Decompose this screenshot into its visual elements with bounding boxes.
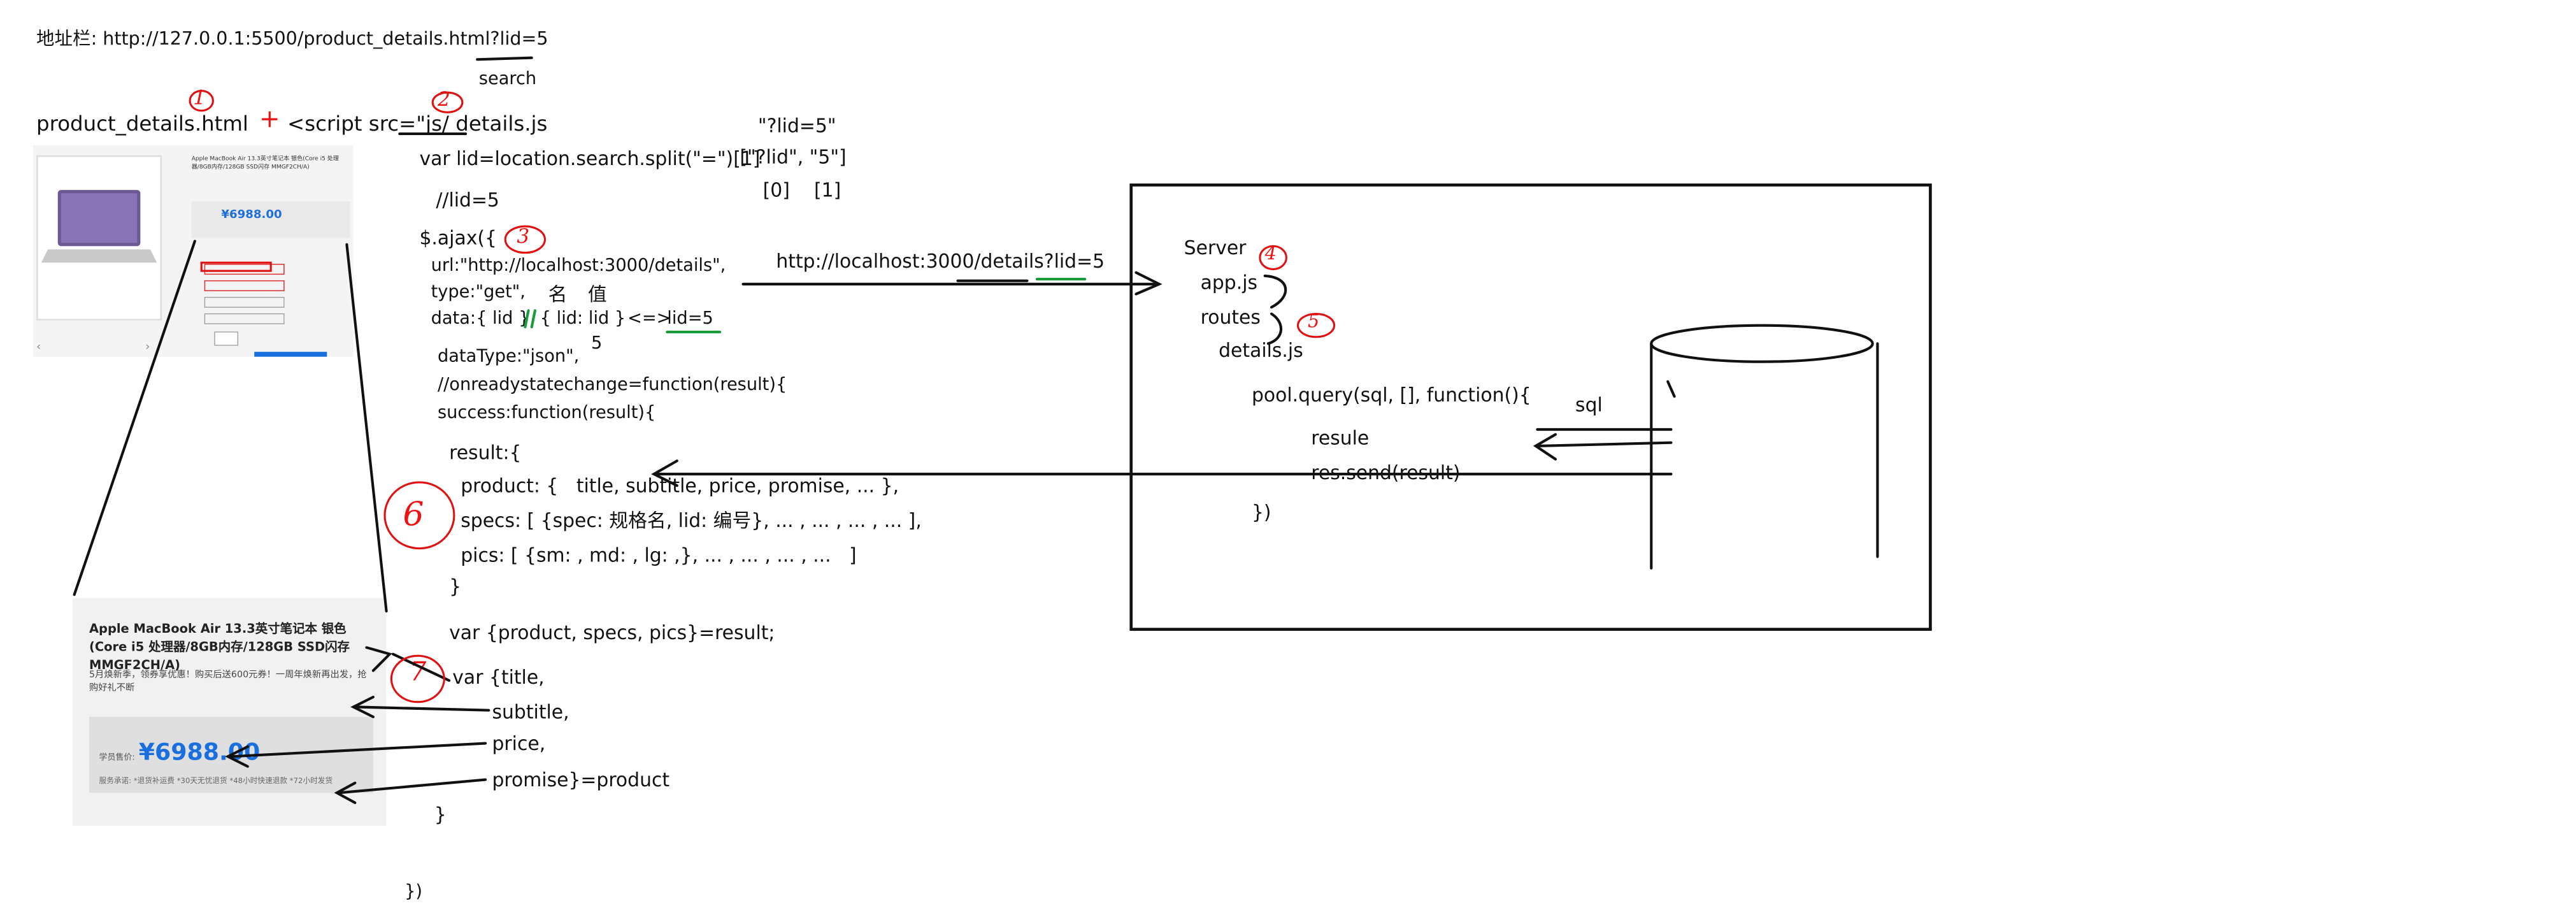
thumbnail-title: Apple MacBook Air 13.3英寸笔记本 银色(Core i5 处… <box>191 155 339 169</box>
price-line: price, <box>492 731 546 755</box>
var-title-line: var {title, <box>452 665 545 689</box>
price-label: 学员售价: <box>99 753 135 763</box>
request-url: http://localhost:3000/details?lid=5 <box>776 249 1105 273</box>
plus-sign: + <box>259 104 280 134</box>
pool-query: pool.query(sql, [], function(){ <box>1251 383 1531 407</box>
lid-comment: //lid=5 <box>436 188 499 212</box>
promise-line: promise}=product <box>492 768 670 791</box>
server-details: details.js <box>1219 338 1303 362</box>
resule-label: resule <box>1311 426 1370 450</box>
address-url: http://127.0.0.1:5500/product_details.ht… <box>103 28 548 50</box>
product-line: product: { title, subtitle, price, promi… <box>461 473 899 498</box>
url-line: url:"http://localhost:3000/details", <box>431 256 726 276</box>
product-subtitle: 5月焕新季，领券享优惠！购买后送600元券！一周年焕新再出发，抢购好礼不断 <box>89 670 367 693</box>
readystate-comment: //onreadystatechange=function(result){ <box>437 375 787 395</box>
index-0-note: [0] <box>762 178 790 202</box>
data-line: data:{ lid } <box>431 308 530 329</box>
sql-label: sql <box>1575 393 1603 417</box>
step-4-marker: 4 <box>1264 243 1277 264</box>
product-title: Apple MacBook Air 13.3英寸笔记本 银色(Core i5 处… <box>89 621 350 672</box>
value-label: 值 <box>587 282 607 306</box>
svg-text:‹: ‹ <box>36 340 41 354</box>
query-close: }) <box>1251 500 1271 524</box>
value-five: 5 <box>591 333 603 354</box>
product-promise: 服务承诺: *退货补运费 *30天无忧退货 *48小时快速退款 *72小时发货 <box>99 777 333 786</box>
ajax-close: }) <box>404 882 423 902</box>
success-close: } <box>434 802 447 826</box>
destructure-line: var {product, specs, pics}=result; <box>449 621 775 644</box>
ajax-open: $.ajax({ <box>419 226 497 250</box>
subtitle-line: subtitle, <box>492 700 569 724</box>
equivalence-sign: <=> <box>627 308 671 329</box>
thumbnail-price: ¥6988.00 <box>221 208 282 222</box>
search-label: search <box>478 69 537 89</box>
pics-line: pics: [ {sm: , md: , lg: ,}, ... , ... ,… <box>461 543 857 567</box>
specs-line: specs: [ {spec: 规格名, lid: 编号}, ... , ...… <box>461 508 922 532</box>
res-send: res.send(result) <box>1311 461 1461 484</box>
page-file-label: product_details.html <box>36 110 248 136</box>
laptop-image <box>36 155 162 321</box>
split-array-note: ["?lid", "5"] <box>740 145 847 169</box>
step-6-marker: 6 <box>403 494 424 534</box>
datatype-line: dataType:"json", <box>437 347 580 367</box>
split-code-line: var lid=location.search.split("=")[1] <box>419 147 761 171</box>
product-page-thumbnail: Apple MacBook Air 13.3英寸笔记本 银色(Core i5 处… <box>32 145 354 357</box>
index-1-note: [1] <box>814 178 841 202</box>
query-string-note: "?lid=5" <box>757 113 836 138</box>
step-5-marker: 5 <box>1308 310 1320 333</box>
thumbnail-decor: ‹ › <box>36 263 327 357</box>
name-label: 名 <box>548 282 568 306</box>
type-line: type:"get", <box>431 282 526 303</box>
success-line: success:function(result){ <box>437 403 656 423</box>
thumbnail-price-box <box>191 201 350 238</box>
data-expand: { lid: lid } <box>540 308 626 329</box>
address-bar: 地址栏: http://127.0.0.1:5500/product_detai… <box>36 28 548 50</box>
address-label: 地址栏: <box>36 28 103 50</box>
server-title: Server <box>1184 236 1247 259</box>
server-app: app.js <box>1200 271 1258 294</box>
result-close: } <box>449 575 462 598</box>
svg-text:›: › <box>145 340 150 354</box>
data-query: lid=5 <box>667 308 713 329</box>
script-tag: <script src="js/ details.js <box>287 110 548 136</box>
result-open: result:{ <box>449 441 522 465</box>
step-3-marker: 3 <box>517 224 530 248</box>
server-routes: routes <box>1200 305 1261 329</box>
